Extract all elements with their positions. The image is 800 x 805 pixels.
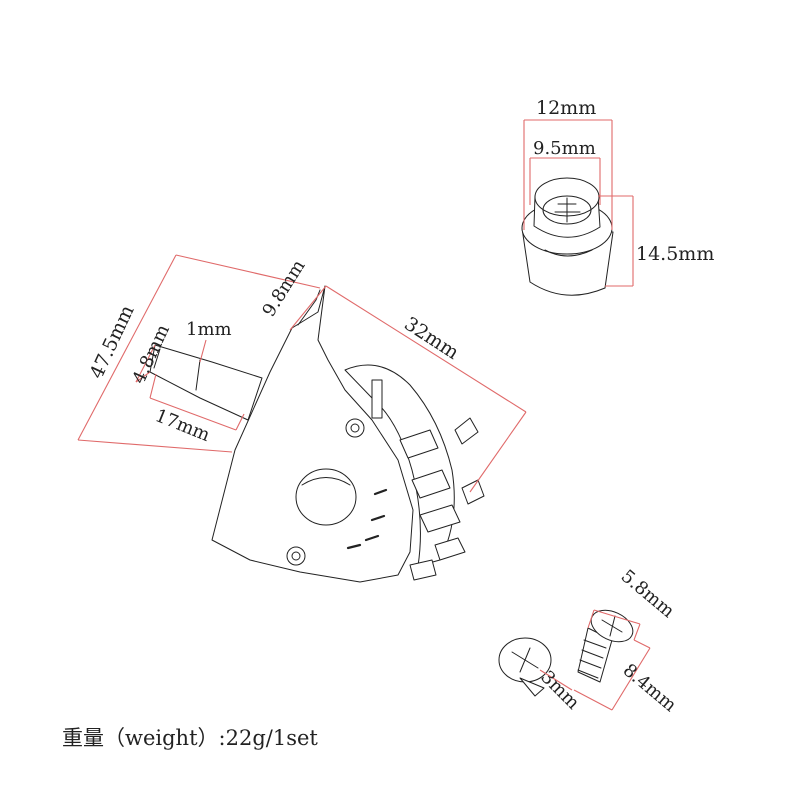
label-tab-width: 9.8mm [258,256,309,320]
label-screw-diameter: 3mm [536,667,583,714]
label-screw-length: 8.4mm [619,660,681,716]
label-switch-height: 47.5mm [86,302,139,382]
label-lever-thickness: 1mm [186,319,232,340]
label-knob-inner: 9.5mm [533,138,596,159]
label-lever-length: 17mm [152,405,213,446]
label-knob-height: 14.5mm [636,243,714,265]
switch-illustration [149,285,485,583]
knob-illustration [521,177,614,296]
label-screw-head: 5.8mm [617,566,679,622]
screw-head-illustration [498,637,552,697]
label-knob-width: 12mm [536,97,596,119]
knob-dimension-lines [523,119,634,287]
switch-dimension-lines [77,254,527,493]
screw-dimension-lines [539,609,651,711]
weight-caption: 重量（weight）:22g/1set [62,726,318,750]
